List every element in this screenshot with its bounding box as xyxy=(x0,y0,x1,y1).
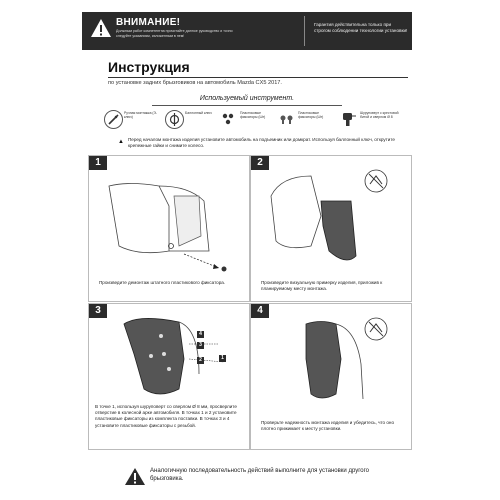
step-3-panel: 3 4 3 2 1 В точке 1, используя шуруповер… xyxy=(88,303,250,450)
step-4-panel: 4 Проверьте надежность монтажа изделия и… xyxy=(250,303,412,450)
step-1-illustration xyxy=(108,183,227,272)
page-subtitle: по установке задних брызговиков на автом… xyxy=(108,80,282,86)
wrench-icon xyxy=(165,110,184,129)
clips-icon xyxy=(278,110,295,127)
screwdriver-icon xyxy=(340,110,357,127)
title-divider xyxy=(108,77,408,78)
step-number: 2 xyxy=(251,156,269,170)
step-caption: Произведите визуальную примерку изделия,… xyxy=(261,280,383,292)
step-caption: Проверьте надежность монтажа изделия и у… xyxy=(261,420,395,432)
footer-note: Аналогичную последовательность действий … xyxy=(150,468,370,482)
step-1-panel: 1 Произведите демонтаж штатного пластико… xyxy=(88,155,250,302)
warning-banner: ВНИМАНИЕ! Должным работ компетентна проч… xyxy=(82,12,412,50)
step-caption: Произведите демонтаж штатного пластиково… xyxy=(99,280,226,285)
tools-divider xyxy=(152,105,342,106)
step-4-illustration xyxy=(305,317,388,400)
tools-heading: Используемый инструмент. xyxy=(199,95,295,102)
warning-triangle-icon xyxy=(91,19,111,37)
instruction-sheet: ВНИМАНИЕ! Должным работ компетентна проч… xyxy=(82,12,412,488)
callout-3: 3 xyxy=(197,342,204,349)
callout-4: 4 xyxy=(197,331,204,338)
tool-label: Пластиковые фиксаторы (Шт) xyxy=(298,111,324,120)
screws-icon xyxy=(220,110,237,127)
banner-divider xyxy=(304,16,305,46)
step-caption: В точке 1, используя шуруповерт со сверл… xyxy=(95,404,237,428)
step-number: 4 xyxy=(251,304,269,318)
step-number: 3 xyxy=(89,304,107,318)
step-2-panel: 2 Произведите визуальную примерку издели… xyxy=(250,155,412,302)
preparation-notice: Перед началом монтажа изделия установите… xyxy=(128,137,395,149)
step-2-illustration xyxy=(270,169,388,261)
tool-label: Шуруповерт с крестовой битой и сверлом Ø… xyxy=(360,111,399,120)
drill-bit-icon xyxy=(104,110,123,129)
callout-1: 1 xyxy=(219,355,226,362)
step-3-illustration xyxy=(123,318,225,395)
warning-icon: ▲ xyxy=(118,139,124,145)
warning-title: ВНИМАНИЕ! xyxy=(116,17,181,28)
warning-text: Должным работ компетентна прочитайте дан… xyxy=(116,29,233,38)
step-number: 1 xyxy=(89,156,107,170)
tool-label: Ручная монтажка (Э-ключ) xyxy=(124,111,158,120)
guarantee-text: Гарантия действительна только при строго… xyxy=(314,22,408,33)
callout-2: 2 xyxy=(197,357,204,364)
tool-label: Пластиковые фиксаторы (Шт) xyxy=(240,111,266,120)
tool-label: Баллонный ключ xyxy=(185,111,212,115)
page-title: Инструкция xyxy=(108,59,190,75)
warning-triangle-icon xyxy=(125,468,145,485)
